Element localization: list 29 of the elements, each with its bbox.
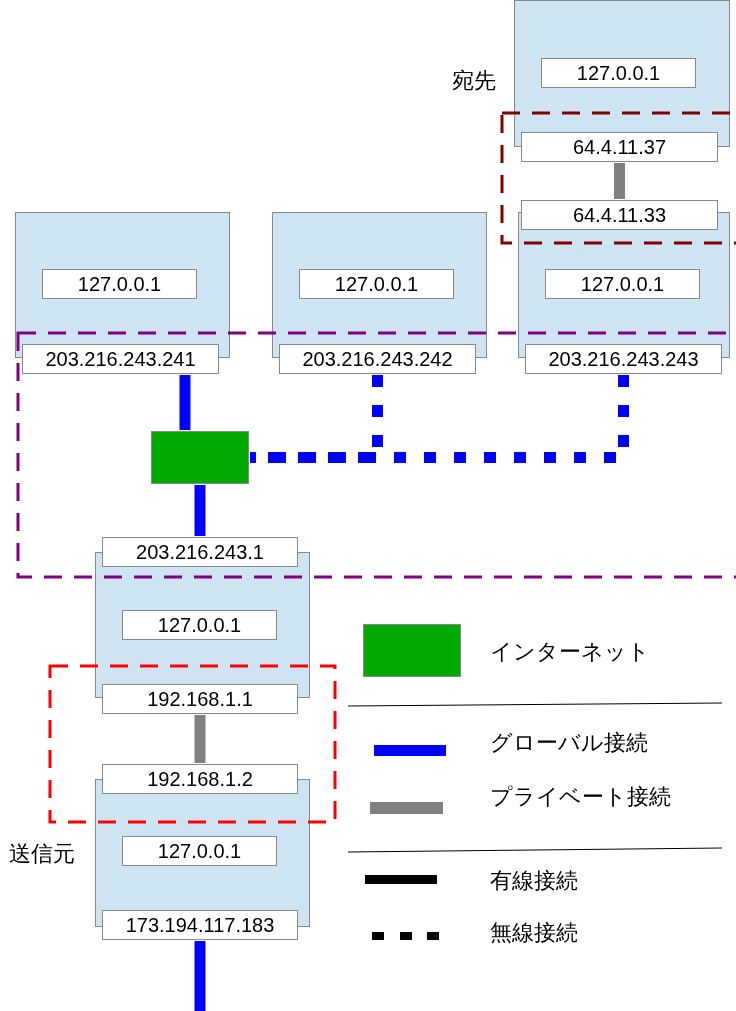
address-box: 64.4.11.33 — [521, 200, 718, 230]
connection-line — [194, 485, 206, 536]
address-box: 127.0.0.1 — [42, 269, 197, 299]
address-box: 64.4.11.37 — [521, 132, 718, 162]
legend-label: プライベート接続 — [490, 783, 671, 811]
connection-line — [194, 715, 206, 763]
address-box: 203.216.243.243 — [525, 344, 722, 374]
device-label: 送信元 — [9, 840, 75, 868]
connection-line — [179, 375, 191, 430]
internet-box — [151, 431, 249, 484]
legend-label: 無線接続 — [490, 919, 578, 947]
connection-line — [250, 375, 629, 463]
address-box: 203.216.243.242 — [279, 344, 476, 374]
address-box: 127.0.0.1 — [299, 269, 454, 299]
legend-label: 有線接続 — [490, 867, 578, 895]
address-box: 203.216.243.241 — [22, 344, 219, 374]
address-box: 192.168.1.1 — [102, 684, 298, 714]
address-box: 173.194.117.183 — [102, 910, 298, 940]
legend-label: インターネット — [490, 638, 650, 666]
legend-label: グローバル接続 — [490, 729, 648, 757]
connection-line — [194, 941, 206, 1011]
address-box: 127.0.0.1 — [122, 836, 277, 866]
address-box: 127.0.0.1 — [122, 610, 277, 640]
connection-line — [614, 163, 625, 199]
address-box: 127.0.0.1 — [541, 58, 696, 88]
address-box: 203.216.243.1 — [102, 537, 298, 567]
address-box: 127.0.0.1 — [545, 269, 700, 299]
address-box: 192.168.1.2 — [102, 764, 298, 794]
device-label: 宛先 — [452, 67, 496, 95]
